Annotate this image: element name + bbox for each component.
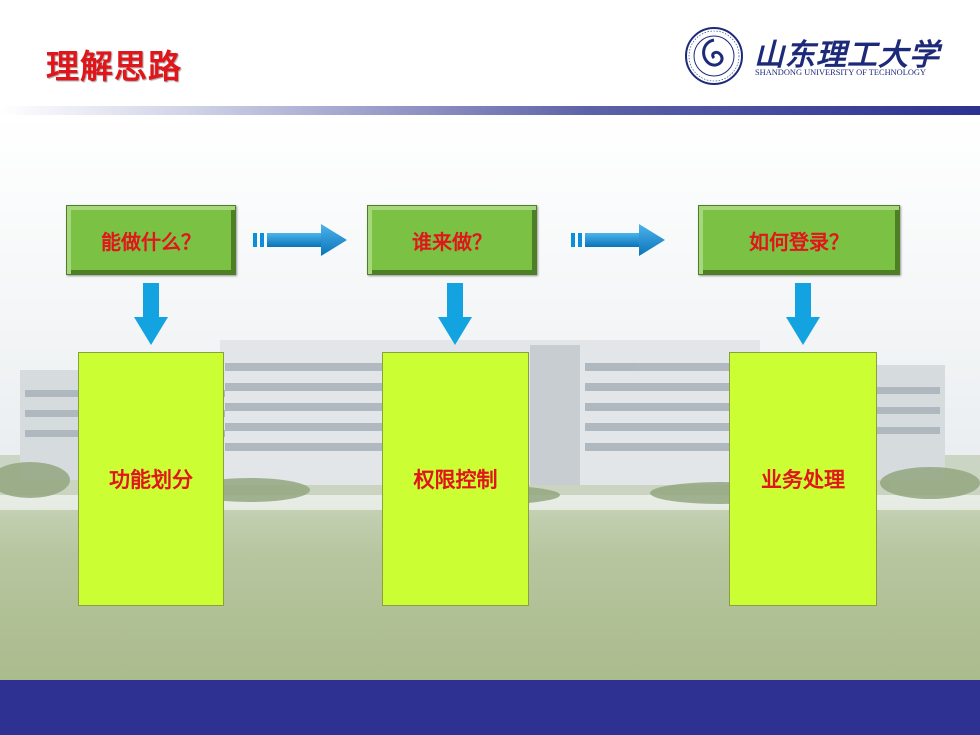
- footer-band: [0, 680, 980, 735]
- answer-box-business-processing: 业务处理: [729, 352, 877, 606]
- logo-english-text: SHANDONG UNIVERSITY OF TECHNOLOGY: [755, 68, 926, 77]
- right-arrow-icon: [571, 224, 665, 256]
- university-seal-icon: [685, 27, 743, 85]
- question-box-what: 能做什么？: [66, 205, 236, 275]
- question-box-who: 谁来做？: [367, 205, 537, 275]
- slide-header: 理解思路 山东理工大学 SHANDONG UNIVERSITY OF TECHN…: [0, 0, 980, 108]
- down-arrow-icon: [786, 283, 820, 345]
- right-arrow-icon: [253, 224, 347, 256]
- university-logo: 山东理工大学 SHANDONG UNIVERSITY OF TECHNOLOGY: [684, 26, 954, 88]
- answer-box-function-division: 功能划分: [78, 352, 224, 606]
- logo-script-text: 山东理工大学: [754, 38, 940, 73]
- down-arrow-icon: [134, 283, 168, 345]
- answer-box-permission-control: 权限控制: [382, 352, 529, 606]
- down-arrow-icon: [438, 283, 472, 345]
- question-box-login: 如何登录？: [698, 205, 900, 275]
- slide-title: 理解思路: [46, 47, 182, 86]
- header-divider: [0, 106, 980, 115]
